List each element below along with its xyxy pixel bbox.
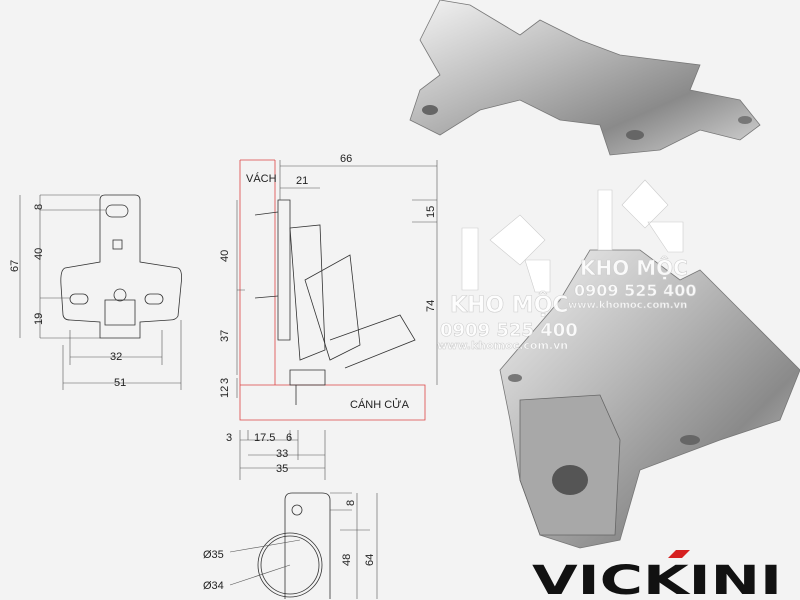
dim-label: 32 <box>110 351 122 363</box>
dim-label: 8 <box>33 204 45 210</box>
door-label: CÁNH CỬA <box>350 398 410 411</box>
dim-label: 51 <box>114 377 126 389</box>
dim-label: 37 <box>219 330 231 342</box>
dim-label: 67 <box>9 260 21 272</box>
dim-label: 21 <box>296 175 308 187</box>
watermark-phone: 0909 525 400 <box>440 320 578 341</box>
dim-label: 8 <box>345 500 357 506</box>
watermark-left: KHO MỘC 0909 525 400 www.khomoc.com.vn <box>437 214 578 352</box>
watermark-website: www.khomoc.com.vn <box>437 339 568 352</box>
dim-label: 3 <box>226 432 232 444</box>
dim-label: 33 <box>276 448 288 460</box>
dim-label: 6 <box>286 432 292 444</box>
dim-label: Ø35 <box>203 549 224 561</box>
dim-label: 3 <box>219 378 231 384</box>
watermark-website: www.khomoc.com.vn <box>568 300 687 311</box>
dim-label: Ø34 <box>203 580 224 592</box>
khomoc-logo-icon <box>597 179 684 253</box>
hinge-side-view: VÁCH 66 21 15 40 74 37 12 3 CÁNH CỬA 3 1… <box>219 153 438 480</box>
dim-label: 19 <box>33 313 45 325</box>
watermark-right: KHO MỘC 0909 525 400 www.khomoc.com.vn <box>568 179 697 311</box>
watermark-phone: 0909 525 400 <box>574 281 696 300</box>
hinge-cup-view: Ø35 Ø34 8 48 64 <box>203 492 378 599</box>
dim-label: 40 <box>219 250 231 262</box>
watermark-brand: KHO MỘC <box>450 291 569 318</box>
wall-label: VÁCH <box>246 172 277 185</box>
brand-logo: VICKINI <box>532 550 782 600</box>
dim-label: 35 <box>276 463 288 475</box>
dim-label: 17.5 <box>254 432 275 444</box>
dim-label: 40 <box>33 248 45 260</box>
dim-label: 64 <box>364 554 376 566</box>
dim-label: 15 <box>425 206 437 218</box>
watermark-brand: KHO MỘC <box>580 256 688 280</box>
dim-label: 74 <box>425 300 437 312</box>
khomoc-logo-icon <box>461 214 551 293</box>
mounting-plate-view: 8 40 19 67 32 51 <box>9 194 182 390</box>
brand-logo-text: VICKINI <box>532 558 782 600</box>
dim-label: 66 <box>340 153 352 165</box>
hinge-photo-bottom <box>499 249 800 549</box>
logo-accent-icon <box>668 550 690 558</box>
dim-label: 48 <box>341 554 353 566</box>
hinge-photo-top <box>409 0 761 156</box>
dim-label: 12 <box>219 386 231 398</box>
